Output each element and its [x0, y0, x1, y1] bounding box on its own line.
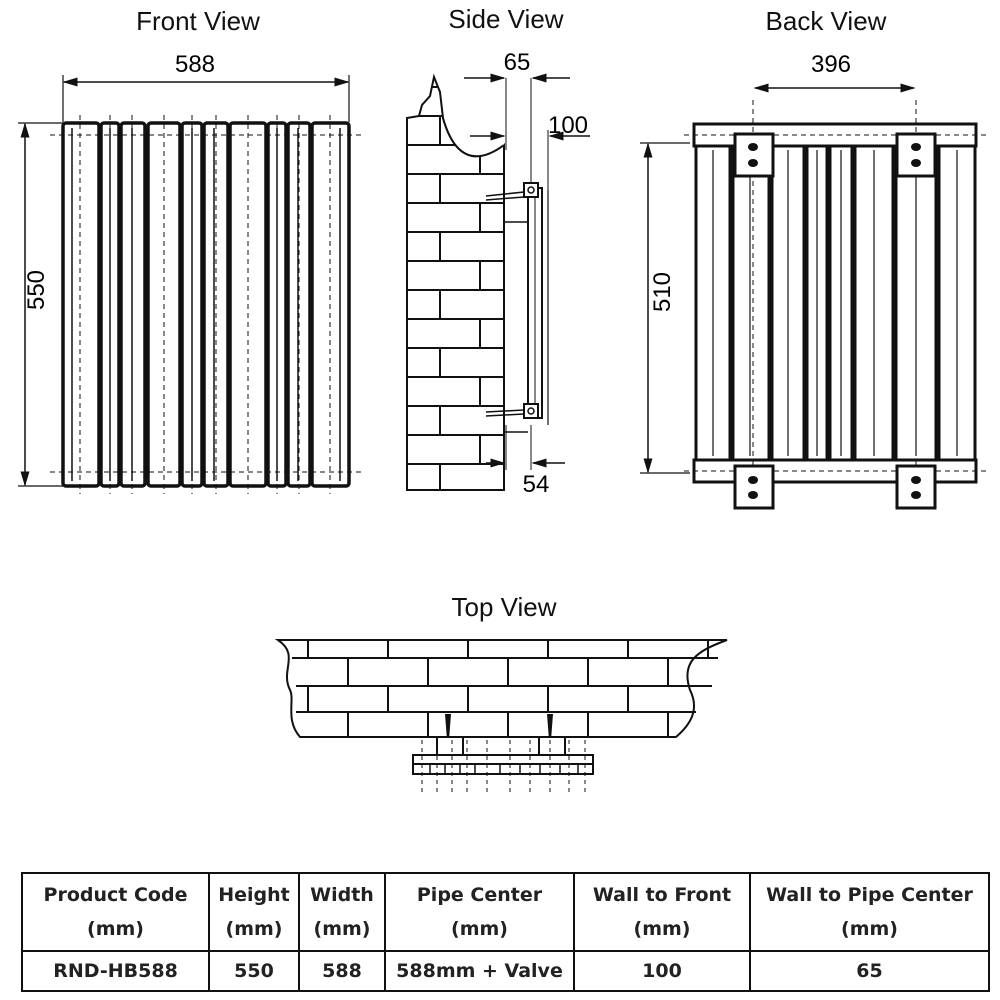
header-pipe-center: Pipe Center(mm): [384, 872, 575, 952]
cell-height: 550: [208, 950, 300, 992]
front-width-dimension: 588: [175, 51, 215, 78]
back-bracket-height-dimension: 510: [649, 272, 676, 312]
table-row: RND-HB588 550 588 588mm + Valve 100 65: [21, 950, 990, 992]
side-view-drawing: [406, 73, 590, 491]
technical-drawing: 588 550 65 100 54: [18, 49, 988, 795]
side-bracket-dimension: 54: [523, 471, 550, 498]
front-height-dimension: 550: [23, 270, 50, 310]
front-view-drawing: [18, 75, 362, 494]
cell-width: 588: [298, 950, 386, 992]
cell-wall-to-pipe-center: 65: [749, 950, 990, 992]
header-width: Width(mm): [298, 872, 386, 952]
cell-pipe-center: 588mm + Valve: [384, 950, 575, 992]
back-bracket-span-dimension: 396: [811, 51, 851, 78]
side-view-title: Side View: [448, 4, 564, 34]
back-view-drawing: [640, 83, 988, 510]
spec-table-header-row: Product Code(mm) Height(mm) Width(mm) Pi…: [21, 872, 990, 952]
header-product-code: Product Code(mm): [21, 872, 210, 952]
cell-wall-to-front: 100: [573, 950, 751, 992]
header-height: Height(mm): [208, 872, 300, 952]
side-wall-dimension: 100: [548, 112, 588, 139]
header-wall-to-front: Wall to Front(mm): [573, 872, 751, 952]
side-pipe-dimension: 65: [504, 49, 531, 76]
spec-table: Product Code(mm) Height(mm) Width(mm) Pi…: [21, 872, 990, 992]
header-wall-to-pipe-center: Wall to Pipe Center(mm): [749, 872, 990, 952]
top-view-title: Top View: [451, 592, 557, 622]
top-view-drawing: [274, 639, 728, 795]
back-view-title: Back View: [765, 6, 887, 36]
cell-product-code: RND-HB588: [21, 950, 210, 992]
front-view-title: Front View: [136, 6, 260, 36]
